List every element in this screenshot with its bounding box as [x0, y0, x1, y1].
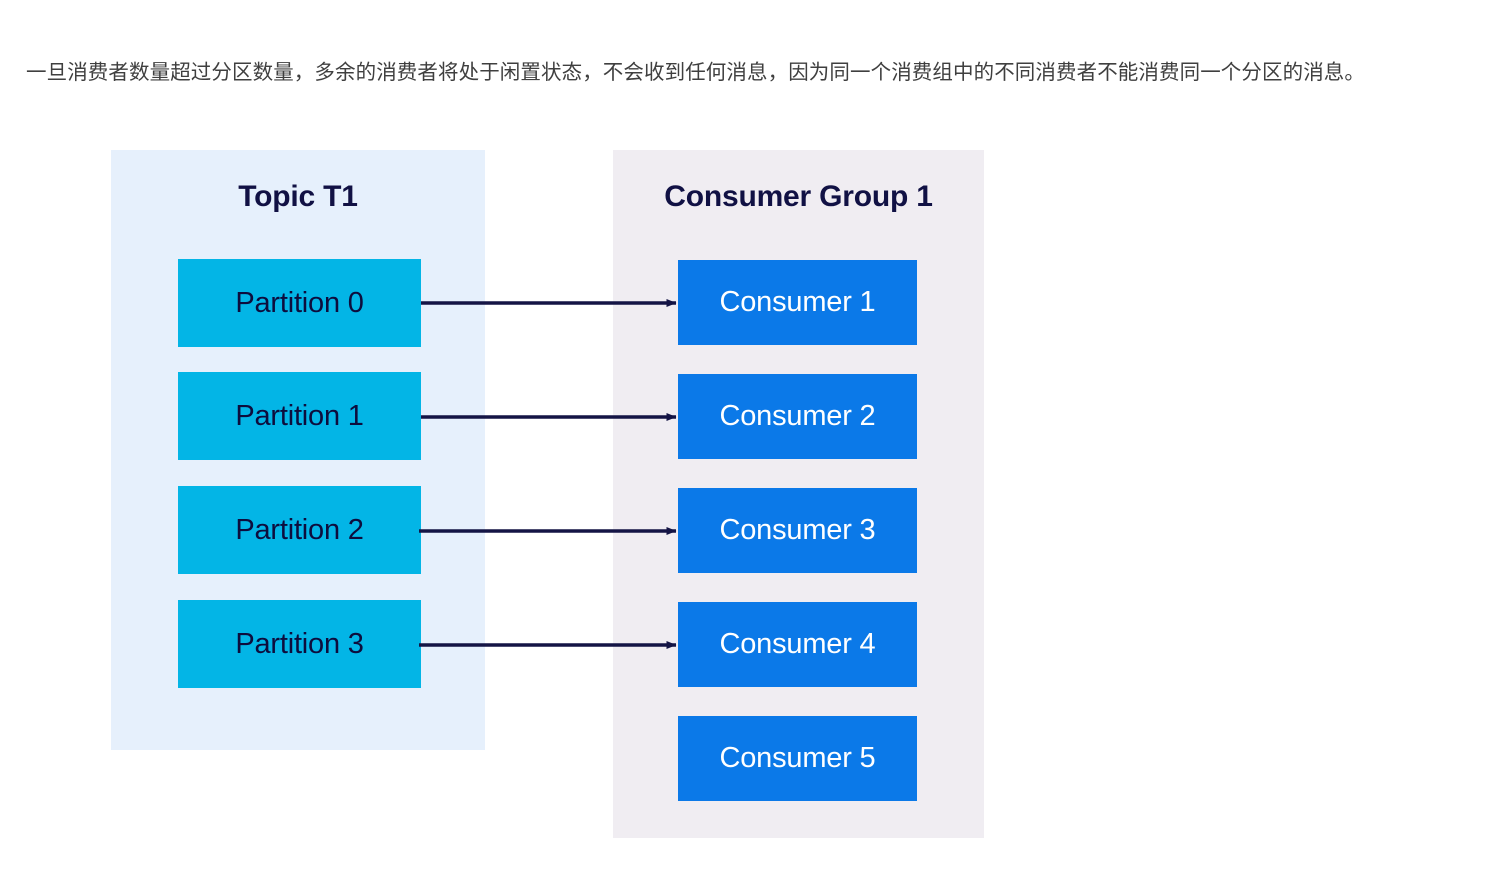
partition-box-1[interactable]: Partition 1: [178, 372, 421, 460]
partition-box-3[interactable]: Partition 3: [178, 600, 421, 688]
explanatory-paragraph: 一旦消费者数量超过分区数量，多余的消费者将处于闲置状态，不会收到任何消息，因为同…: [26, 60, 1365, 84]
consumer-label: Consumer 3: [719, 514, 876, 546]
consumer-label: Consumer 2: [719, 400, 876, 432]
consumer-group-panel: Consumer Group 1 Consumer 1 Consumer 2 C…: [613, 150, 984, 838]
consumer-box-5[interactable]: Consumer 5: [678, 716, 917, 801]
consumer-box-4[interactable]: Consumer 4: [678, 602, 917, 687]
consumer-box-2[interactable]: Consumer 2: [678, 374, 917, 459]
consumer-box-1[interactable]: Consumer 1: [678, 260, 917, 345]
partition-box-2[interactable]: Partition 2: [178, 486, 421, 574]
topic-panel: Topic T1 Partition 0 Partition 1 Partiti…: [111, 150, 485, 750]
consumer-group-panel-title: Consumer Group 1: [664, 180, 933, 213]
consumer-label: Consumer 1: [719, 286, 876, 318]
consumer-label: Consumer 5: [719, 742, 876, 774]
topic-panel-title: Topic T1: [238, 180, 358, 213]
consumer-box-3[interactable]: Consumer 3: [678, 488, 917, 573]
partition-label: Partition 2: [235, 513, 364, 546]
partition-box-0[interactable]: Partition 0: [178, 259, 421, 347]
partition-label: Partition 0: [235, 286, 364, 319]
partition-label: Partition 1: [235, 399, 364, 432]
partition-label: Partition 3: [235, 627, 364, 660]
consumer-label: Consumer 4: [719, 628, 876, 660]
